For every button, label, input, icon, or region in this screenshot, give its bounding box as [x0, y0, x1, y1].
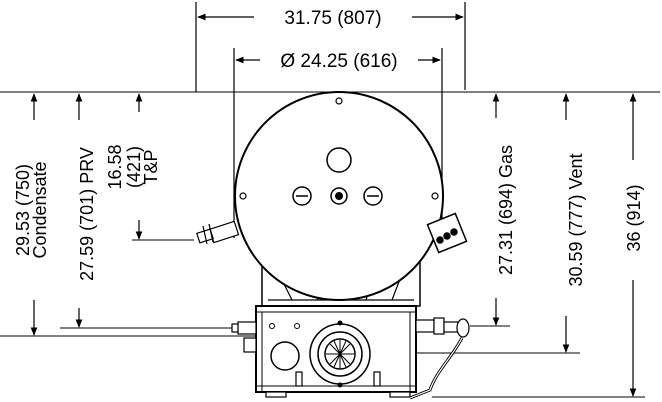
condensate-value-label: 29.53 (750)	[13, 164, 33, 256]
sight-glass	[270, 341, 300, 371]
condensate-dimension	[0, 93, 262, 337]
overall-width-label: 31.75 (807)	[284, 8, 381, 29]
overall-height-dimension	[432, 93, 645, 398]
flex-hose	[409, 337, 464, 400]
vent-height-label: 30.59 (777) Vent	[566, 153, 586, 286]
tank-bolt-top	[335, 97, 343, 105]
gas-valve-box	[426, 212, 468, 254]
tank-port-top	[326, 147, 352, 173]
tp-height-metric: (421)	[124, 146, 144, 188]
tank-diameter-label: Ø 24.25 (616)	[280, 51, 397, 72]
overall-height-label: 36 (914)	[624, 184, 644, 251]
water-heater-unit	[196, 91, 470, 400]
condensate-outlet	[231, 321, 257, 353]
gas-inlet-fitting	[415, 317, 470, 338]
tp-valve-fitting	[196, 220, 240, 245]
gas-height-label: 27.31 (694) Gas	[496, 145, 516, 275]
overall-width-dimension	[195, 2, 466, 92]
tp-height-value: 16.58	[105, 144, 125, 189]
condensate-name-label: Condensate	[30, 161, 50, 258]
tank-bolt-right	[431, 192, 439, 200]
tank-bolt-left	[239, 192, 247, 200]
prv-height-label: 27.59 (701) PRV	[77, 147, 97, 281]
tp-dimension	[132, 93, 194, 241]
gas-dimension	[470, 93, 510, 327]
tp-height-name: T&P	[141, 149, 161, 184]
prv-dimension	[60, 93, 232, 329]
